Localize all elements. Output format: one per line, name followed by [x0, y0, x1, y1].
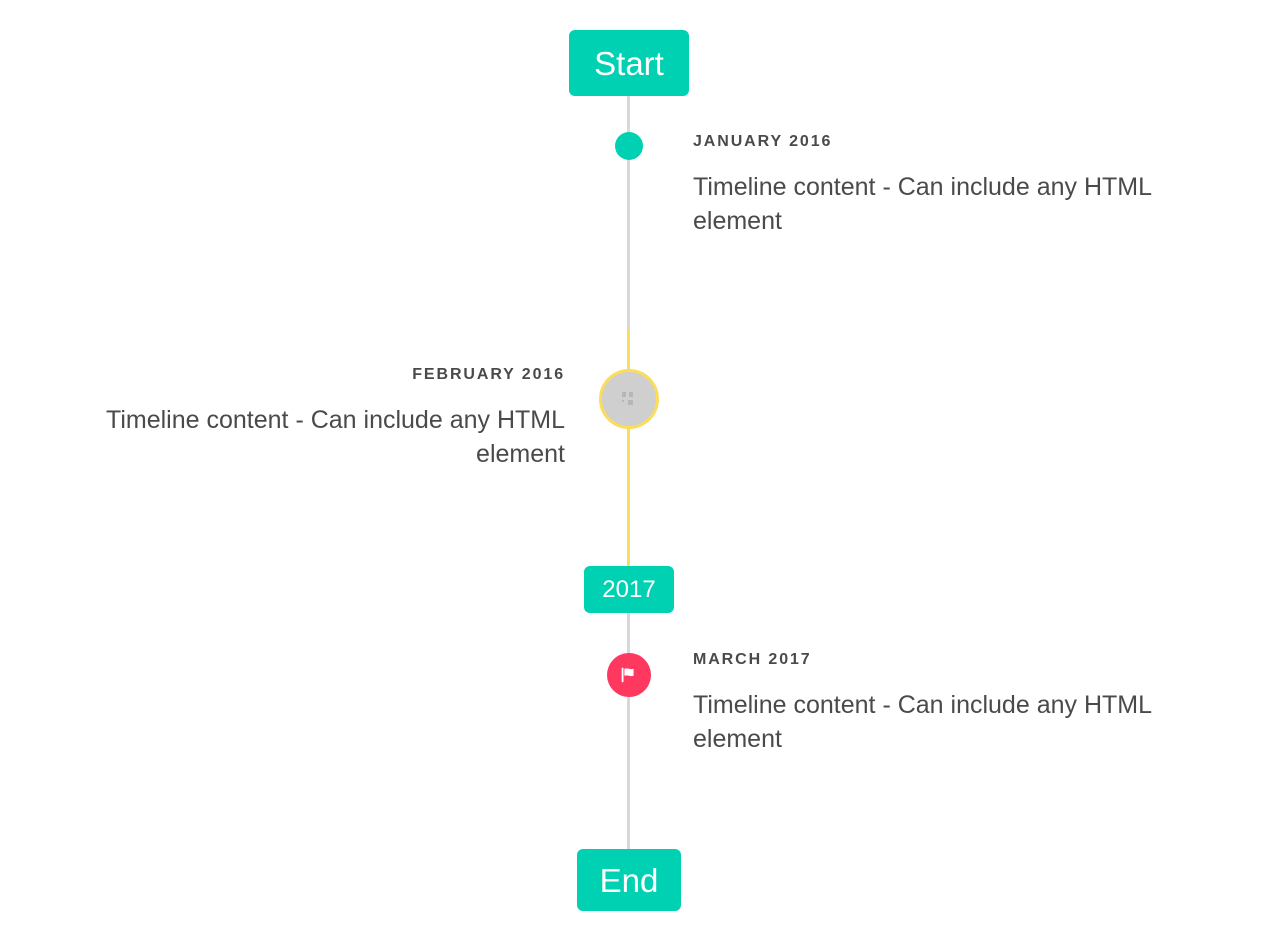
timeline-item: January 2016 Timeline content - Can incl…: [693, 133, 1233, 239]
timeline-marker-flag-icon[interactable]: [607, 653, 651, 697]
timeline-item-date: March 2017: [693, 651, 812, 668]
timeline-item: March 2017 Timeline content - Can includ…: [693, 651, 1233, 757]
timeline-header-start[interactable]: Start: [569, 30, 689, 96]
timeline-item-date: February 2016: [412, 366, 565, 383]
timeline-header-end[interactable]: End: [577, 849, 681, 911]
timeline-item: February 2016 Timeline content - Can inc…: [35, 366, 565, 472]
timeline-item-content: Timeline content - Can include any HTML …: [693, 691, 1152, 753]
timeline-marker-broken-image-icon[interactable]: [599, 369, 659, 429]
timeline-marker-dot-icon[interactable]: [615, 132, 643, 160]
broken-image-icon: [622, 392, 633, 405]
timeline-item-date: January 2016: [693, 133, 833, 150]
timeline-header-period[interactable]: 2017: [584, 566, 674, 613]
timeline-item-content: Timeline content - Can include any HTML …: [693, 173, 1152, 235]
timeline-axis-highlight: [627, 330, 630, 566]
timeline-axis-lower: [627, 613, 630, 850]
flag-icon: [621, 667, 634, 683]
timeline-axis-upper: [627, 96, 630, 330]
timeline-item-content: Timeline content - Can include any HTML …: [106, 406, 565, 468]
